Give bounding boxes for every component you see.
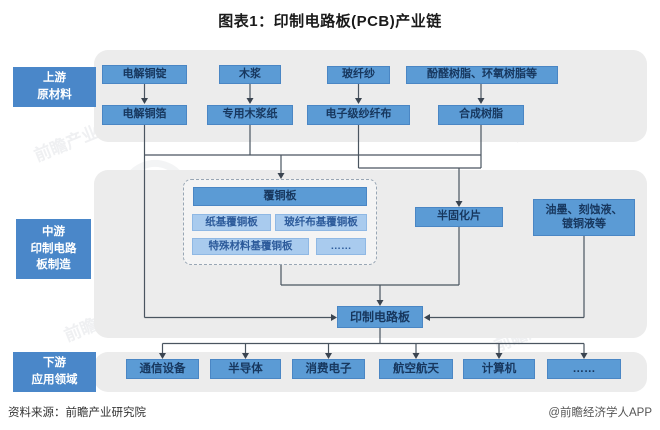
node-electronic-glass-cloth: 电子级纱纤布	[307, 105, 410, 125]
sidebar-label-downstream: 下游 应用领域	[13, 352, 96, 392]
node-electrolytic-copper-foil: 电解铜箔	[102, 105, 187, 125]
node-prepreg: 半固化片	[415, 207, 503, 227]
node-printed-circuit-board: 印制电路板	[337, 306, 423, 328]
node-semiconductor: 半导体	[210, 359, 281, 379]
node-copper-clad-laminate: 覆铜板	[193, 187, 367, 206]
node-consumer-electronics: 消费电子	[292, 359, 365, 379]
node-glass-fiber-yarn: 玻纤纱	[327, 66, 390, 84]
upstream-panel	[94, 50, 647, 142]
node-communication-equipment: 通信设备	[126, 359, 199, 379]
node-wood-pulp: 木浆	[219, 65, 281, 84]
node-phenolic-epoxy-resin: 酚醛树脂、环氧树脂等	[406, 66, 558, 84]
sidebar-label-midstream: 中游 印制电路 板制造	[16, 219, 91, 279]
node-glass-cloth-based-ccl: 玻纤布基覆铜板	[275, 214, 367, 231]
brand-credit: @前瞻经济学人APP	[548, 407, 652, 419]
node-special-pulp-paper: 专用木浆纸	[207, 105, 293, 125]
node-synthetic-resin: 合成树脂	[438, 105, 524, 125]
node-special-material-ccl: 特殊材料基覆铜板	[192, 238, 309, 255]
node-ink-etchant-plating-solution: 油墨、刻蚀液、 镀铜液等	[533, 199, 635, 236]
node-other-applications: ……	[547, 359, 621, 379]
node-computer: 计算机	[463, 359, 535, 379]
sidebar-label-upstream: 上游 原材料	[13, 67, 96, 107]
node-paper-based-ccl: 纸基覆铜板	[192, 214, 271, 231]
page-title: 图表1：印制电路板(PCB)产业链	[218, 13, 442, 30]
source-note: 资料来源：前瞻产业研究院	[8, 407, 146, 419]
node-aerospace: 航空航天	[379, 359, 453, 379]
node-electrolytic-copper-ingot: 电解铜锭	[102, 65, 187, 84]
node-ccl-others: ……	[316, 238, 366, 255]
